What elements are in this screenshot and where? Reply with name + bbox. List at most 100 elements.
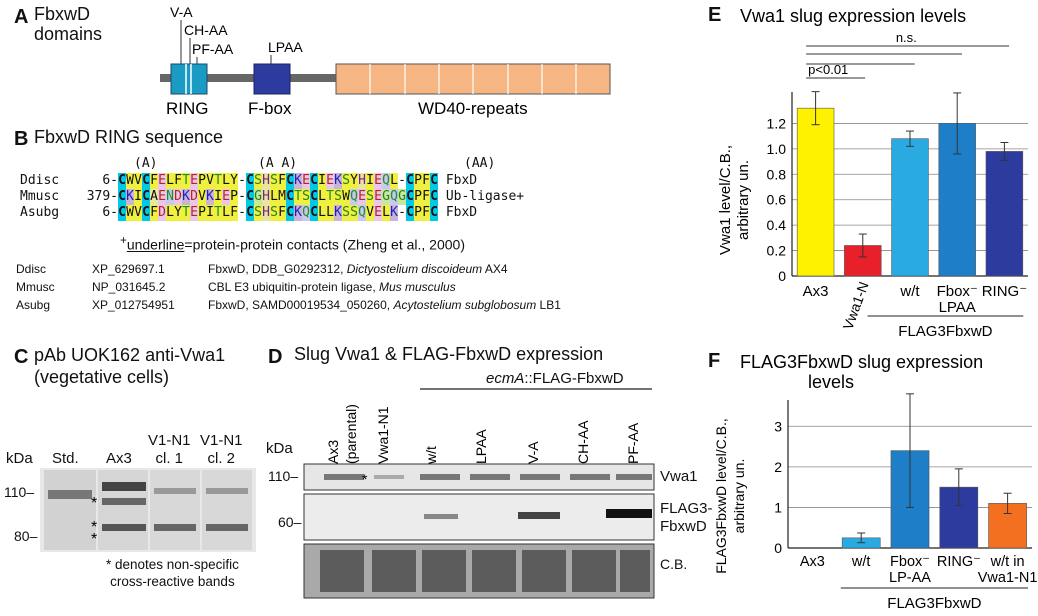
lane-std: Std. [52,450,79,467]
lane-lpaa: LPAA [473,429,489,464]
sequence-tail: Ub-ligase+ [438,189,525,204]
star-1: * [91,495,97,512]
footnote: +underline=protein-protein contacts (Zhe… [120,234,465,253]
x-category-label: RING⁻ [937,554,981,570]
chart-f: FLAG3FbxwD slug expressionlevels0123FLAG… [713,352,1037,612]
annot-ch-aa: CH-AA [184,22,228,38]
x-category-label: Ax3 [800,554,825,570]
y-tick-label: 0 [774,540,782,556]
sequence-tail: FbxD [438,205,478,220]
x-category-label: Ax3 [803,283,829,300]
lane-labels-d: Ax3 (parental) Vwa1-N1 w/t LPAA V-A CH-A… [325,388,652,465]
mut-mark-1: (A) [134,156,158,171]
svg-text:Ax3: Ax3 [325,440,341,464]
chart-f-ylabel: FLAG3FbxwD level/C.B., [713,418,729,574]
fbox-domain [253,63,291,95]
domain-diagram: V-A CH-AA PF-AA LPAA RING F-box WD40-rep… [160,4,611,118]
sig-pvalue: p<0.01 [808,62,848,77]
marker-110-d: 110– [268,468,299,484]
sequence-start: 379- [86,189,118,204]
y-tick-label: 2 [774,459,782,475]
mut-mark-2: (A A) [258,156,298,171]
sequence-residues: CWVCFDLYTEPITLF-CSHSFCKQCLLKSSQVELK-CPFC [118,205,438,221]
sequence-row: Asubg 6-CWVCFDLYTEPITLF-CSHSFCKQCLLKSSQVE… [20,205,477,221]
kda-label-c: kDa [6,450,33,467]
chart-f-title: FLAG3FbxwD slug expression [740,352,983,372]
panel-e-label: E [708,4,722,26]
x-category-label: w/t [899,283,920,300]
y-tick-label: 1 [774,499,782,515]
panel-b-label: B [14,128,29,150]
sequence-row: Mmusc 379-CKICAENDKDVKIEP-CGHLMCTSCLTSWQE… [20,189,524,205]
panel-c-label: C [14,346,29,368]
panel-f-label: F [708,350,721,372]
star-3: * [91,531,97,548]
panel-d-title: Slug Vwa1 & FLAG-FbxwD expression [294,344,604,364]
western-blot-c: * * * [40,468,256,552]
row-vwa1: Vwa1 [660,468,698,485]
sequence-residues: CKICAENDKDVKIEP-CGHLMCTSCLTSWQESEGQGCPFC [118,189,438,205]
fbox-label: F-box [248,99,292,118]
panel-d-label: D [268,346,283,368]
x-category-label: LP-AA [889,570,931,586]
panel-c-title: pAb UOK162 anti-Vwa1 (vegetative cells) [34,345,226,387]
sequence-residues: CWVCFELFTEPVTLY-CSHSFCKECIEKSYHIEQL-CPFC [118,173,438,189]
row-flag-fbxwd: FLAG3- FbxwD [660,500,713,535]
annot-lpaa: LPAA [268,39,303,55]
mut-mark-3: (AA) [464,156,496,171]
group-label: FLAG3FbxwD [898,323,992,340]
x-category-label: w/t [851,554,871,570]
accession-row: Asubg XP_012754951 FbxwD, SAMD00019534_0… [16,298,561,312]
sequence-name: Mmusc [20,189,60,204]
x-category-label: w/t in [990,554,1025,570]
svg-text:(parental): (parental) [343,404,359,464]
chart-e-title: Vwa1 slug expression levels [740,6,966,26]
construct-label: ecmA::FLAG-FbxwD [486,370,624,387]
bar [891,138,929,277]
y-tick-label: 0.2 [767,243,787,259]
bar [985,151,1024,277]
lane-chaa: CH-AA [575,420,591,464]
kda-label-d: kDa [266,440,293,457]
lane-ax3: Ax3 [106,450,132,467]
y-tick-label: 1.0 [767,141,787,157]
group-label: FLAG3FbxwD [887,595,981,612]
accession-table: Ddisc XP_629697.1 FbxwD, DDB_G0292312, D… [16,262,636,316]
chart-e: Vwa1 slug expression levels00.20.40.60.8… [717,6,1028,340]
lane-v1n1-cl1: V1-N1 cl. 1 [148,432,191,467]
x-category-label: RING⁻ [982,283,1027,300]
marker-80-c: 80– [14,528,38,544]
sequence-tail: FbxD [438,173,478,188]
wd40-label: WD40-repeats [418,99,528,118]
y-tick-label: 0.4 [767,217,787,233]
accession-row: Ddisc XP_629697.1 FbxwD, DDB_G0292312, D… [16,262,508,276]
y-tick-label: 0.6 [767,192,787,208]
marker-110-c: 110– [4,484,35,500]
chart-f-ylabel: arbitrary un. [731,459,747,534]
y-tick-label: 1.2 [767,115,787,131]
annot-v-a: V-A [170,4,193,20]
accession-row: Mmusc NP_031645.2 CBL E3 ubiquitin-prote… [16,280,456,294]
panel-a-label: A [14,6,29,28]
lane-pfaa: PF-AA [625,422,641,464]
x-category-label: Vwa1-N [840,280,872,332]
row-cb: C.B. [660,556,688,572]
sequence-start: 6- [102,205,118,220]
panel-b-title: FbxwD RING sequence [34,127,224,147]
annot-pf-aa: PF-AA [192,41,234,57]
star-2: * [91,519,97,536]
chart-e-ylabel: Vwa1 level/C.B., [717,145,734,255]
bar [796,107,835,277]
sig-ns: n.s. [896,30,917,45]
nonspecific-note: * denotes non-specific cross-reactive ba… [106,557,239,589]
sequence-start: 6- [102,173,118,188]
sequence-name: Asubg [20,205,60,220]
western-blot-d: * [303,463,655,599]
y-tick-label: 3 [774,418,782,434]
ring-domain [170,63,208,95]
chart-e-ylabel: arbitrary un. [735,160,752,240]
lane-v1n1-cl2: V1-N1 cl. 2 [200,432,243,467]
y-tick-label: 0.8 [767,166,787,182]
